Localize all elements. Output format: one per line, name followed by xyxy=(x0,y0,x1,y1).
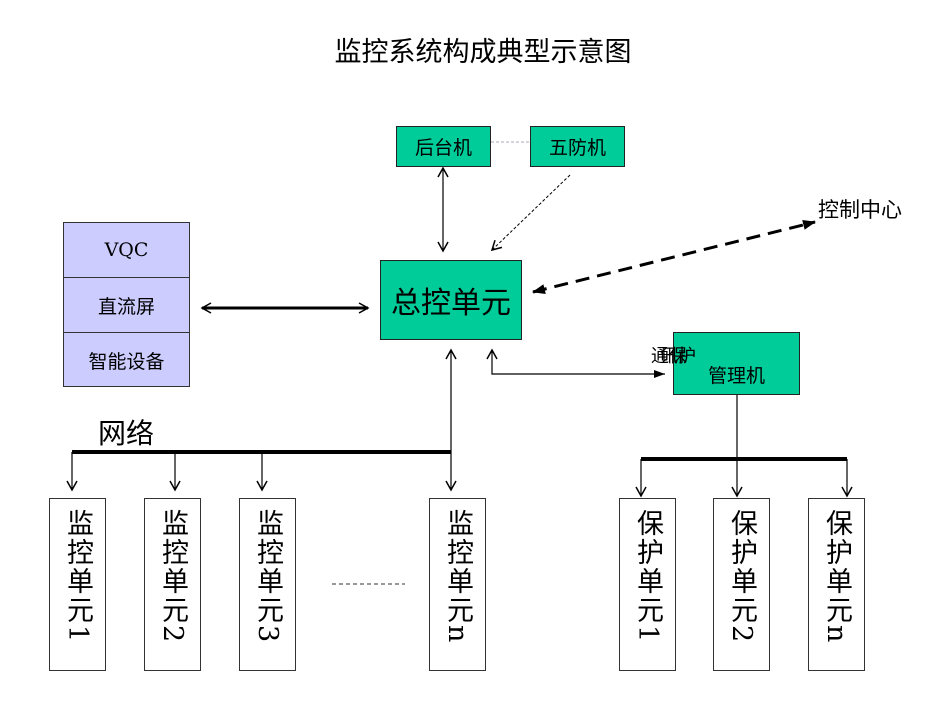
monitor-unit-3: 监控单元3 xyxy=(239,498,296,671)
protection-manager-line2: 管理机 xyxy=(707,365,765,387)
protection-unit-1: 保护单元1 xyxy=(619,498,676,671)
control-center-label: 控制中心 xyxy=(818,198,902,222)
fivedefense-master-arrow xyxy=(490,174,571,252)
network-label: 网络 xyxy=(98,417,155,450)
protection-manager-line1: 通讯保护 xyxy=(651,346,696,367)
protection-manager-box: 管理机 xyxy=(673,332,800,395)
monitor-unit-2: 监控单元2 xyxy=(144,498,201,671)
five-defense-box: 五防机 xyxy=(530,126,625,167)
master-unit-box: 总控单元 xyxy=(380,260,522,340)
protection-unit-n: 保护单元n xyxy=(808,498,865,671)
backend-box: 后台机 xyxy=(396,126,491,167)
master-protection-arrow xyxy=(486,348,665,378)
stack-item-vqc: VQC xyxy=(64,223,189,278)
monitor-unit-1: 监控单元1 xyxy=(49,498,106,671)
control-center-arrow xyxy=(532,220,816,294)
page-title: 监控系统构成典型示意图 xyxy=(334,37,632,68)
device-stack: VQC 直流屏 智能设备 xyxy=(63,222,190,387)
stack-item-smart-device: 智能设备 xyxy=(88,351,165,373)
monitor-unit-n: 监控单元n xyxy=(429,498,486,671)
protection-unit-2: 保护单元2 xyxy=(713,498,770,671)
stack-item-dc-panel: 直流屏 xyxy=(64,278,189,333)
